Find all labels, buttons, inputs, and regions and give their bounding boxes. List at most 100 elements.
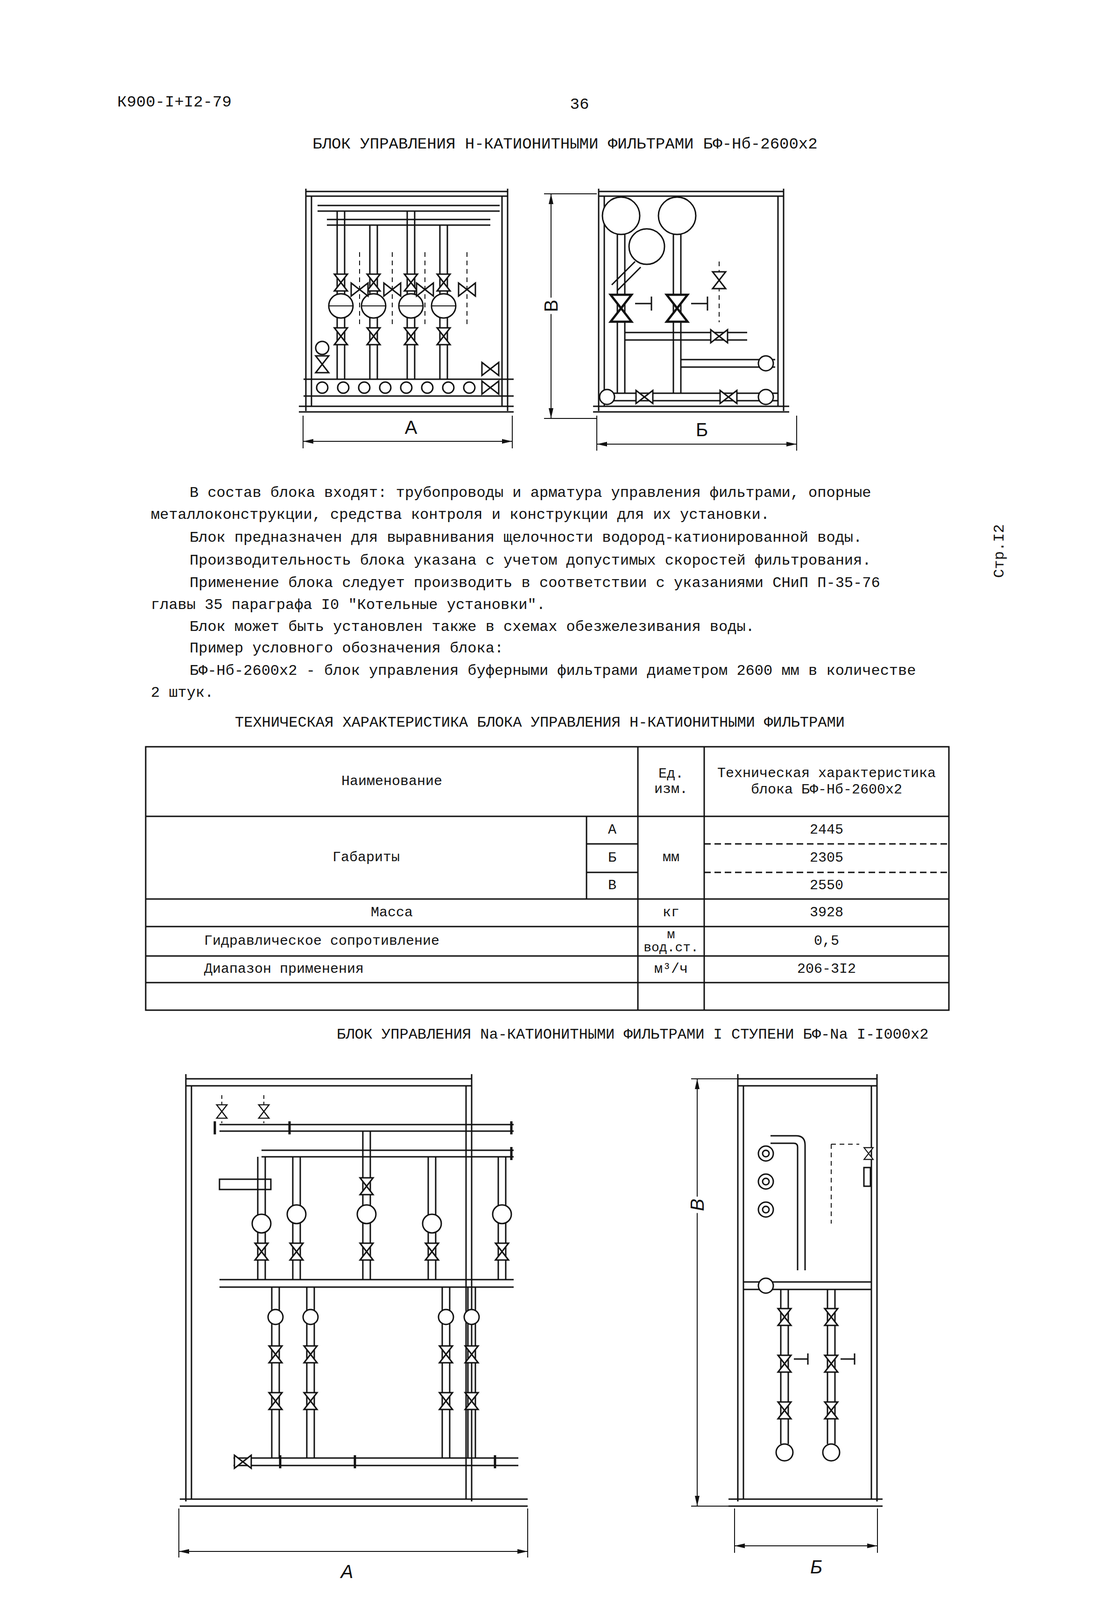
table-cell: Масса — [145, 898, 638, 927]
table-cell: В — [586, 872, 638, 899]
h-block-side-view — [635, 296, 708, 311]
cell-text: Наименование — [341, 773, 443, 790]
paragraph: В состав блока входят: трубопроводы и ар… — [150, 481, 927, 526]
dimension-lines — [734, 1508, 878, 1553]
cell-text: 2305 — [809, 849, 844, 867]
h-block-front-view — [481, 381, 499, 395]
na-block-front-view — [252, 1214, 271, 1233]
h-block-side-view — [593, 188, 790, 412]
na-block-front-view — [271, 1286, 476, 1458]
table-cell: А — [586, 816, 638, 844]
paragraph: Пример условного обозначения блока: — [150, 637, 927, 660]
na-block-front-view — [465, 1392, 479, 1410]
dimension-lines — [596, 443, 797, 445]
cell-text: м вод.ст. — [640, 928, 702, 955]
na-block-front-view — [219, 1279, 514, 1287]
cell-text: Б — [608, 849, 617, 867]
na-block-front-view — [268, 1345, 283, 1363]
na-block-side-view — [822, 1443, 840, 1461]
h-block-front-view — [416, 282, 434, 297]
h-block-side-view — [604, 332, 778, 401]
na-block-side-view — [824, 1308, 838, 1326]
h-block-front-view — [458, 282, 476, 297]
h-block-front-view — [359, 252, 467, 327]
na-block-front-view — [439, 1345, 453, 1363]
dimension-lines — [178, 1550, 528, 1552]
page-title: БЛОК УПРАВЛЕНИЯ Н-КАТИОНИТНЫМИ ФИЛЬТРАМИ… — [312, 135, 818, 154]
h-block-side-view — [718, 261, 720, 323]
na-block-front-view — [258, 1104, 269, 1119]
na-block-front-view — [179, 1074, 528, 1507]
h-block-front-view — [481, 362, 499, 376]
h-block-side-view — [758, 355, 774, 371]
na-block-front-view — [214, 1121, 216, 1135]
h-block-front-view — [315, 355, 329, 373]
spec-table: ТЕХНИЧЕСКАЯ ХАРАКТЕРИСТИКА БЛОКА УПРАВЛЕ… — [145, 714, 949, 1011]
na-block-front-view — [289, 1243, 304, 1260]
na-block-side-view — [770, 1135, 806, 1271]
h-block-side-view — [658, 197, 696, 235]
h-block-front-view — [383, 282, 401, 297]
cell-text: Техническая характеристика блока БФ-Нб-2… — [707, 765, 947, 798]
na-block-front-view — [510, 1121, 513, 1135]
dimension-lines — [178, 1508, 528, 1558]
table-cell: Гидравлическое сопротивление — [145, 926, 638, 956]
table-cell: 0,5 — [704, 926, 949, 956]
cell-text: 2445 — [809, 821, 844, 839]
h-block-side-view — [758, 389, 774, 405]
dimension-lines — [303, 440, 513, 442]
table-cell: Диапазон применения — [145, 955, 638, 983]
na-block-side-view — [776, 1443, 793, 1461]
na-block-front-view — [254, 1243, 269, 1260]
table-grid — [586, 843, 638, 873]
dimension-letter: Б — [808, 1557, 825, 1577]
table-cell: Б — [586, 843, 638, 873]
dimension-letter: В — [687, 1196, 707, 1214]
cell-text: Габариты — [332, 849, 400, 866]
cell-text: 2550 — [809, 877, 844, 894]
h-block-side-view — [712, 271, 726, 289]
table-cell: м³/ч — [637, 955, 705, 983]
cell-text: 0,5 — [813, 933, 840, 950]
h-block-side-view — [710, 329, 728, 343]
cell-text: мм — [662, 849, 680, 866]
paragraph: Производительность блока указана с учето… — [150, 549, 927, 572]
table-grid — [586, 746, 705, 1011]
h-block-front-view — [404, 274, 418, 291]
na-block-side-view — [762, 1150, 770, 1157]
na-block-side-view — [758, 1278, 774, 1294]
table-cell: м вод.ст. — [637, 926, 705, 956]
na-block-side-view — [863, 1167, 871, 1187]
h-block-side-view — [602, 197, 640, 235]
table-cell: Габариты — [145, 816, 587, 899]
na-block-front-view — [287, 1204, 306, 1224]
na-block-front-view — [179, 1074, 528, 1507]
na-block-front-view — [354, 1455, 356, 1469]
na-block-side-view — [824, 1355, 838, 1372]
table-cell: 206-3I2 — [704, 955, 949, 983]
na-block-side-view — [777, 1308, 792, 1326]
na-block-front-view — [465, 1345, 479, 1363]
table-cell: 2445 — [704, 816, 949, 844]
na-block-front-view — [257, 1131, 506, 1280]
h-block-front-view — [437, 327, 451, 345]
h-block-side-view — [610, 294, 632, 322]
h-block-front-view — [298, 188, 514, 412]
paragraph: Применение блока следует производить в с… — [150, 572, 927, 616]
na-block-front-view — [304, 1392, 318, 1410]
na-block-front-view — [219, 1124, 514, 1157]
na-block-front-view — [360, 1243, 374, 1260]
paragraph: БФ-Нб-2600х2 - блок управления буферными… — [150, 659, 927, 704]
h-block-front-view — [298, 188, 514, 412]
h-block-side-view — [593, 188, 790, 412]
h-block-side-view — [629, 228, 665, 265]
na-block-front-view — [439, 1392, 453, 1410]
cell-text: м³/ч — [654, 961, 688, 978]
dimension-lines — [596, 415, 797, 451]
h-block-front-view — [334, 274, 348, 291]
na-block-front-view — [219, 1179, 271, 1190]
na-block-side-view — [831, 1144, 860, 1224]
cell-text: Диапазон применения — [204, 961, 364, 978]
h-block-side-view — [599, 389, 615, 405]
